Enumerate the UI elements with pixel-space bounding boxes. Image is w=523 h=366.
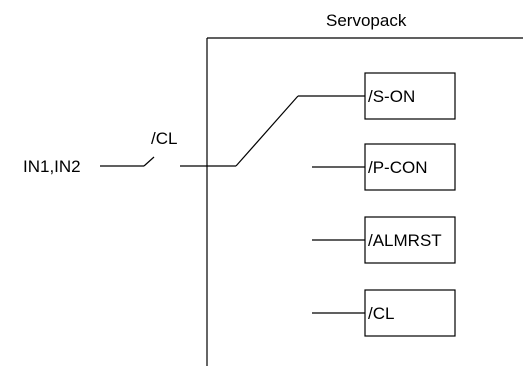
signal-p-con: /P-CON: [312, 143, 456, 191]
signal-box: [364, 289, 456, 337]
signal-label: /P-CON: [368, 158, 428, 177]
input-label: IN1,IN2: [23, 157, 81, 176]
switch-contact: [143, 156, 155, 167]
signal-s-on: /S-ON: [364, 72, 456, 120]
servopack-title: Servopack: [326, 11, 407, 30]
selector-diagonal: [235, 95, 299, 167]
signal-label: /ALMRST: [368, 231, 442, 250]
signal-almrst: /ALMRST: [312, 216, 456, 264]
signal-box: [364, 143, 456, 191]
signal-box: [364, 72, 456, 120]
signal-box: [364, 216, 456, 264]
signal-label: /CL: [368, 304, 394, 323]
switch-label: /CL: [151, 129, 177, 148]
signal-label: /S-ON: [368, 87, 415, 106]
signal-cl: /CL: [312, 289, 456, 337]
